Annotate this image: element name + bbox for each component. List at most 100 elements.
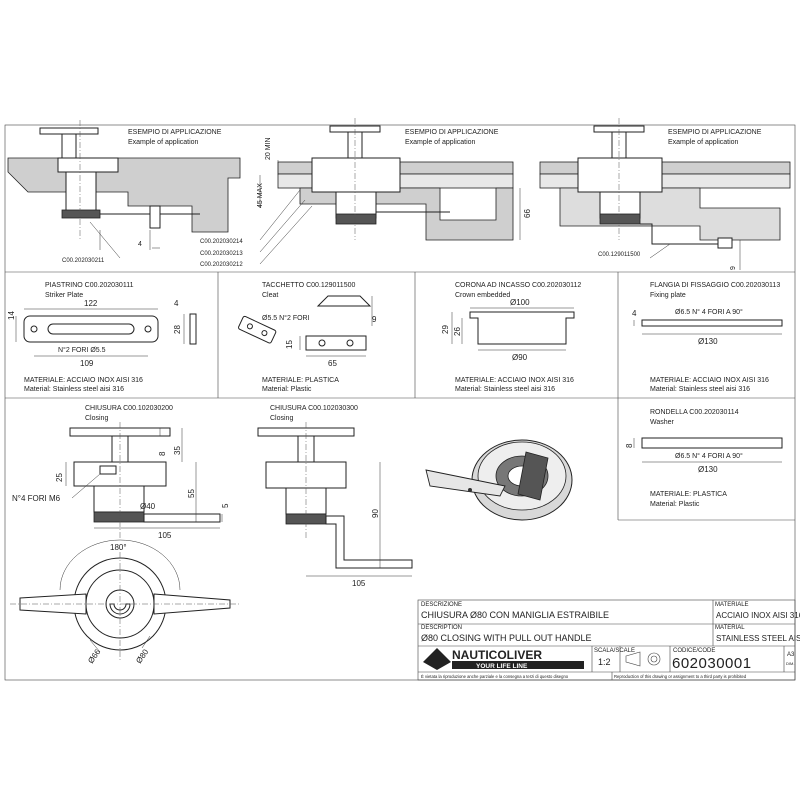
tb-scale: 1:2 <box>598 657 611 667</box>
striker-dim-4: 4 <box>174 299 179 308</box>
striker-dim-14: 14 <box>7 311 16 320</box>
washer-dim-130: Ø130 <box>698 465 718 474</box>
title-block: DESCRIZIONE CHIUSURA Ø80 CON MANIGLIA ES… <box>417 599 800 681</box>
tb-tagline: YOUR LIFE LINE <box>476 663 528 670</box>
striker-material-en: Material: Stainless steel aisi 316 <box>24 386 124 393</box>
washer-material-en: Material: Plastic <box>650 501 700 508</box>
app1-code-211: C00.202030211 <box>62 258 105 264</box>
closing1-dim-35: 35 <box>173 446 182 455</box>
nauticoliver-logo: NAUTICOLIVER YOUR LIFE LINE <box>423 648 584 670</box>
app2-title-en: Example of application <box>405 139 476 146</box>
app1-dim-4: 4 <box>138 241 142 248</box>
closing-2-panel: CHIUSURA C00.102030300 Closing 90 105 <box>257 405 413 588</box>
cleat-material-en: Material: Plastic <box>262 386 312 393</box>
tb-material-label2: MATERIAL <box>715 625 745 631</box>
washer-dim-8: 8 <box>625 443 634 448</box>
tb-scale-label: SCALA/SCALE <box>594 648 635 654</box>
striker-dim-28: 28 <box>173 325 182 334</box>
application-example-3: ESEMPIO DI APPLICAZIONE Example of appli… <box>539 118 791 270</box>
tb-format-unit: DIM. <box>786 661 794 666</box>
crown-panel: CORONA AD INCASSO C00.202030112 Crown em… <box>441 282 581 393</box>
washer-panel: RONDELLA C00.202030114 Washer 8 Ø6.5 N° … <box>625 409 783 508</box>
tb-desc-it: CHIUSURA Ø80 CON MANIGLIA ESTRAIBILE <box>421 610 609 620</box>
app2-code-214: C00.202030214 <box>200 239 243 245</box>
tb-copyright-it: È vietata la riproduzione anche parziale… <box>421 674 569 679</box>
cleat-material-it: MATERIALE: PLASTICA <box>262 377 339 384</box>
top-dim-80: Ø80 <box>134 647 150 665</box>
closing2-title: CHIUSURA C00.102030300 <box>270 405 358 412</box>
app2-code-212: C00.202030212 <box>200 262 243 268</box>
app3-code-500: C00.129011500 <box>598 252 641 258</box>
top-view: 180° Ø66 Ø80 <box>10 539 240 665</box>
tb-copyright-en: Reproduction of this drawing or assignme… <box>614 674 747 679</box>
washer-subtitle: Washer <box>650 419 675 426</box>
closing1-subtitle: Closing <box>85 415 108 422</box>
app2-dim-45max: 45 MAX <box>257 183 264 208</box>
app1-title-it: ESEMPIO DI APPLICAZIONE <box>128 129 222 136</box>
tb-format: A3 <box>787 652 795 658</box>
tb-desc-label: DESCRIZIONE <box>421 602 462 608</box>
closing2-dim-90: 90 <box>371 509 380 518</box>
tb-desc-en: Ø80 CLOSING WITH PULL OUT HANDLE <box>421 633 592 643</box>
sheet-frame <box>4 124 796 681</box>
app2-title-it: ESEMPIO DI APPLICAZIONE <box>405 129 499 136</box>
fixing-material-en: Material: Stainless steel aisi 316 <box>650 386 750 393</box>
striker-plate-panel: PIASTRINO C00.202030111 Striker Plate 12… <box>7 282 197 393</box>
striker-material-it: MATERIALE: ACCIAIO INOX AISI 316 <box>24 377 143 384</box>
tb-desc-label2: DESCRIPTION <box>421 625 462 631</box>
crown-dim-90: Ø90 <box>512 353 528 362</box>
crown-subtitle: Crown embedded <box>455 292 510 299</box>
washer-material-it: MATERIALE: PLASTICA <box>650 491 727 498</box>
fixing-title: FLANGIA DI FISSAGGIO C00.202030113 <box>650 282 780 289</box>
washer-title: RONDELLA C00.202030114 <box>650 409 739 416</box>
cleat-title: TACCHETTO C00.129011500 <box>262 282 355 289</box>
tb-material-it: ACCIAIO INOX AISI 316 <box>716 611 800 620</box>
fixing-material-it: MATERIALE: ACCIAIO INOX AISI 316 <box>650 377 769 384</box>
crown-dim-26: 26 <box>453 327 462 336</box>
closing1-dim-5: 5 <box>221 503 230 508</box>
closing1-dim-55: 55 <box>187 489 196 498</box>
closing2-dim-105: 105 <box>352 579 366 588</box>
cleat-holes: Ø5.5 N°2 FORI <box>262 314 310 322</box>
application-example-1: ESEMPIO DI APPLICAZIONE Example of appli… <box>7 120 241 264</box>
striker-title: PIASTRINO C00.202030111 <box>45 282 134 289</box>
washer-holes: Ø6.5 N° 4 FORI A 90° <box>675 452 743 460</box>
top-dim-66: Ø66 <box>86 647 102 665</box>
closing1-holes: N°4 FORI M6 <box>12 494 61 503</box>
app2-dim-66: 66 <box>523 209 532 218</box>
fixing-plate-panel: FLANGIA DI FISSAGGIO C00.202030113 Fixin… <box>632 282 783 393</box>
crown-dim-29: 29 <box>441 325 450 334</box>
tb-code: 602030001 <box>672 655 752 672</box>
crown-material-it: MATERIALE: ACCIAIO INOX AISI 316 <box>455 377 574 384</box>
crown-dim-100: Ø100 <box>510 298 530 307</box>
crown-material-en: Material: Stainless steel aisi 316 <box>455 386 555 393</box>
app3-dim-9: 9 <box>730 266 737 270</box>
closing1-dim-25: 25 <box>55 473 64 482</box>
cleat-dim-15: 15 <box>285 340 294 349</box>
crown-title: CORONA AD INCASSO C00.202030112 <box>455 282 581 289</box>
striker-holes: N°2 FORI Ø5.5 <box>58 346 106 354</box>
app3-title-en: Example of application <box>668 139 739 146</box>
fixing-dim-130: Ø130 <box>698 337 718 346</box>
application-example-2: ESEMPIO DI APPLICAZIONE Example of appli… <box>200 118 532 268</box>
striker-dim-122: 122 <box>84 299 98 308</box>
cleat-panel: TACCHETTO C00.129011500 Cleat 9 Ø5.5 N°2… <box>238 282 377 393</box>
top-dim-180: 180° <box>110 543 127 552</box>
closing1-dim-40: Ø40 <box>140 502 156 511</box>
cleat-subtitle: Cleat <box>262 292 278 299</box>
fixing-subtitle: Fixing plate <box>650 292 686 299</box>
closing-1-panel: CHIUSURA C00.102030200 Closing 8 35 25 5… <box>12 405 230 540</box>
striker-dim-109: 109 <box>80 359 94 368</box>
app2-code-213: C00.202030213 <box>200 251 243 257</box>
tb-material-en: STAINLESS STEEL AISI 316 <box>716 634 800 643</box>
fixing-holes: Ø6.5 N° 4 FORI A 90° <box>675 308 743 316</box>
tb-code-label: CODICE/CODE <box>673 648 715 654</box>
fixing-dim-4: 4 <box>632 309 637 318</box>
tb-material-label: MATERIALE <box>715 602 749 608</box>
isometric-view <box>425 439 573 521</box>
app3-title-it: ESEMPIO DI APPLICAZIONE <box>668 129 762 136</box>
closing1-dim-8: 8 <box>158 451 167 456</box>
tb-brand: NAUTICOLIVER <box>452 648 542 662</box>
closing1-title: CHIUSURA C00.102030200 <box>85 405 173 412</box>
